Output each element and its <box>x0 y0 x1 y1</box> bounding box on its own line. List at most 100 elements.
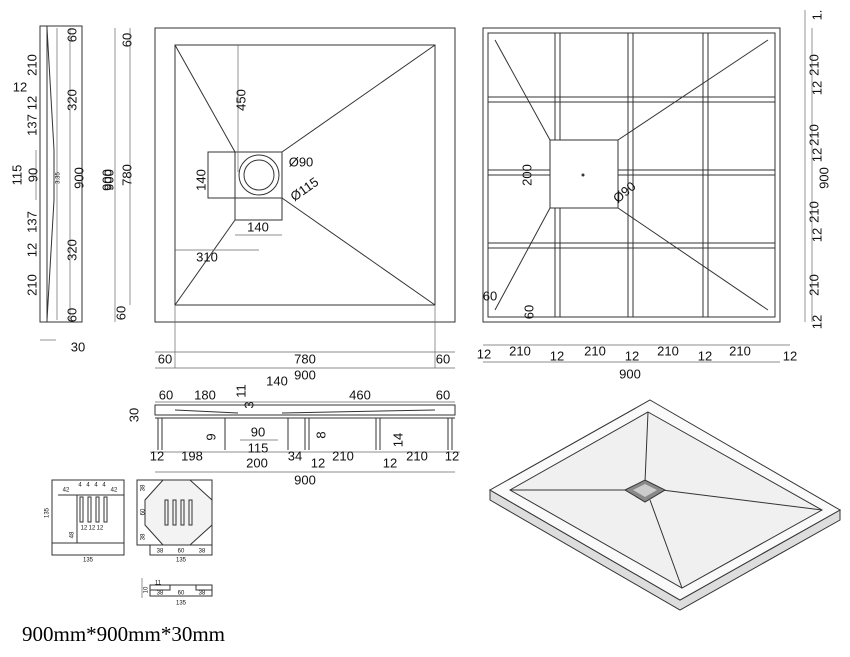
drain-detail-dimension-label: 38 <box>157 549 164 555</box>
side-view-dimension-label: 320 <box>64 239 79 261</box>
drain-detail-dimension-label: 42 <box>111 488 118 494</box>
side-view-dimension-label: 12 <box>24 96 39 110</box>
section-view-dimension-label: 11 <box>233 384 248 398</box>
plan-view-dimension-label: 60 <box>113 306 128 320</box>
section-view-dimension-label: 460 <box>349 387 371 402</box>
plan-view-dimension-label: 310 <box>196 249 218 264</box>
section-view-dimension-label: 30 <box>126 408 141 422</box>
side-view-dimension-label: 210 <box>24 274 39 296</box>
grid-view-dimension-label: 12 <box>698 348 712 363</box>
plan-view-dimension-label: 450 <box>233 89 248 111</box>
grid-view-dimension-label: 210 <box>729 343 751 358</box>
section-view-dimension-label: 900 <box>294 472 316 487</box>
drain-detail-dimension-label: 4 <box>78 483 82 489</box>
side-view-dimension-label: 60 <box>64 28 79 42</box>
side-view-dimension-label: 12 <box>24 243 39 257</box>
grid-view-dimension-label: 12 <box>550 348 564 363</box>
isometric-view <box>488 399 842 611</box>
plan-view-dimension-label: 60 <box>436 351 450 366</box>
drain-detail-dimension-label: 11 <box>155 581 162 587</box>
plan-view <box>114 27 456 369</box>
grid-view-dimension-label: 210 <box>806 54 821 76</box>
drain-detail-dimension-label: 38 <box>157 591 164 597</box>
drain-detail-dimension-label: 135 <box>176 601 187 607</box>
section-view-dimension-label: 12 <box>150 448 164 463</box>
grid-view-dimension-label: 60 <box>521 305 536 319</box>
grid-view-dimension-label: 210 <box>806 201 821 223</box>
drain-detail-dimension-label: 38 <box>199 549 206 555</box>
grid-view-dimension-label: 12 <box>809 148 824 162</box>
section-view-dimension-label: 60 <box>159 387 173 402</box>
side-view-dimension-label: 900 <box>99 169 114 191</box>
section-view-dimension-label: 8 <box>313 431 328 438</box>
side-view-dimension-label: 12 <box>13 79 27 94</box>
section-view-dimension-label: 12 <box>445 448 459 463</box>
plan-view-dimension-label: 60 <box>158 351 172 366</box>
section-view-dimension-label: 198 <box>181 448 203 463</box>
section-view-dimension-label: 210 <box>406 448 428 463</box>
grid-view-dimension-label: 60 <box>483 288 497 303</box>
section-view-dimension-label: 60 <box>436 387 450 402</box>
drain-detail-dimension-label: 12 <box>89 526 96 532</box>
section-view-dimension-label: 12 <box>311 455 325 470</box>
dimension-caption: 900mm*900mm*30mm <box>22 622 226 646</box>
drain-detail-dimension-label: 38 <box>141 533 147 540</box>
grid-view-dimension-label: 12 <box>625 348 639 363</box>
grid-view <box>482 10 813 363</box>
drain-detail-dimension-label: 60 <box>178 591 185 597</box>
drain-detail-dimension-label: 48 <box>70 531 76 538</box>
plan-view-dimension-label: 60 <box>119 33 134 47</box>
plan-view-dimension-label: Ø90 <box>289 154 314 169</box>
grid-view-dimension-label: 210 <box>806 124 821 146</box>
grid-view-dimension-label: 210 <box>657 343 679 358</box>
plan-view-dimension-label: Ø115 <box>287 174 321 204</box>
grid-view-dimension-label: 900 <box>816 167 831 189</box>
grid-view-dimension-label: 900 <box>619 366 641 381</box>
side-view-dimension-label: 90 <box>25 168 40 182</box>
section-view-dimension-label: 14 <box>390 433 405 447</box>
drain-detail-dimension-label: 38 <box>199 591 206 597</box>
grid-view-dimension-label: 12 <box>809 315 824 329</box>
drain-detail-dimension-label: 10 <box>144 586 150 593</box>
drain-detail-dimension-label: 60 <box>178 549 185 555</box>
drain-detail-dimension-label: 4 <box>102 483 106 489</box>
side-view <box>35 25 83 341</box>
section-view-dimension-label: 34 <box>288 448 302 463</box>
side-view-dimension-label: 115 <box>9 165 24 186</box>
drain-detail <box>51 479 213 598</box>
plan-view-dimension-label: 780 <box>294 351 316 366</box>
plan-view-dimension-label: 780 <box>119 164 134 186</box>
grid-view-dimension-label: 210 <box>509 343 531 358</box>
side-view-dimension-label: 320 <box>64 89 79 111</box>
drain-detail-dimension-label: 135 <box>176 558 187 564</box>
section-view-dimension-label: 9 <box>203 433 218 440</box>
plan-view-dimension-label: 900 <box>294 367 316 382</box>
section-view-dimension-label: 90 <box>251 424 265 439</box>
side-view-dimension-label: 3.35 <box>56 172 62 184</box>
section-view-dimension-label: 140 <box>266 373 288 388</box>
side-view-dimension-label: 137 <box>24 114 39 136</box>
section-view-dimension-label: 200 <box>246 455 268 470</box>
grid-view-dimension-label: 210 <box>584 343 606 358</box>
side-view-dimension-label: 30 <box>71 339 85 354</box>
section-view-dimension-label: 210 <box>332 448 354 463</box>
drain-detail-dimension-label: 42 <box>63 488 70 494</box>
grid-view-dimension-label: 12 <box>477 346 491 361</box>
drain-detail-dimension-label: 60 <box>141 508 147 515</box>
drain-detail-dimension-label: 135 <box>83 558 94 564</box>
drain-detail-dimension-label: 12 <box>81 526 88 532</box>
plan-view-dimension-label: 140 <box>193 169 208 191</box>
section-view-dimension-label: 12 <box>383 455 397 470</box>
grid-view-dimension-label: 12 <box>783 348 797 363</box>
side-view-dimension-label: 900 <box>71 167 86 189</box>
drain-detail-dimension-label: 4 <box>94 483 98 489</box>
section-view-dimension-label: 3 <box>241 401 256 408</box>
drain-detail-dimension-label: 12 <box>97 526 104 532</box>
plan-view-dimension-label: 900 <box>101 169 116 191</box>
drain-detail-dimension-label: 38 <box>141 484 147 491</box>
grid-view-dimension-label: 1. <box>809 10 824 21</box>
plan-view-dimension-label: 140 <box>247 219 269 234</box>
grid-view-dimension-label: 12 <box>809 81 824 95</box>
drain-detail-dimension-label: 4 <box>86 483 90 489</box>
